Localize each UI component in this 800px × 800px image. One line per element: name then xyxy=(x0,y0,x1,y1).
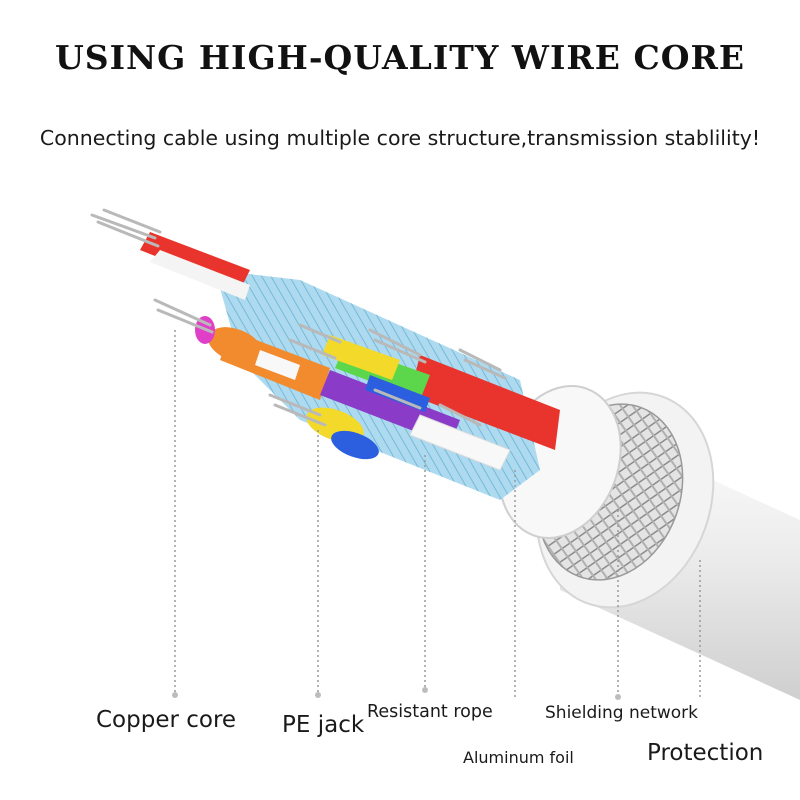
copper-core-strands xyxy=(90,208,507,427)
leader-dots xyxy=(172,687,621,700)
wire-yellow-upper xyxy=(322,335,400,380)
label-resistant-rope: Resistant rope xyxy=(367,702,493,722)
label-aluminum-foil: Aluminum foil xyxy=(463,748,574,767)
wire-blue xyxy=(331,430,379,460)
cable-cross-section-illustration xyxy=(90,208,800,700)
leader-lines xyxy=(174,330,701,700)
page-subtitle: Connecting cable using multiple core str… xyxy=(39,126,761,150)
label-copper-core: Copper core xyxy=(96,707,237,733)
wire-red-main xyxy=(410,355,560,450)
label-protection: Protection xyxy=(647,740,764,766)
page-title: USING HIGH-QUALITY WIRE CORE xyxy=(54,38,746,77)
label-pe-jack: PE jack xyxy=(282,712,365,738)
label-shielding-network: Shielding network xyxy=(545,703,698,723)
colored-wires xyxy=(140,232,560,471)
